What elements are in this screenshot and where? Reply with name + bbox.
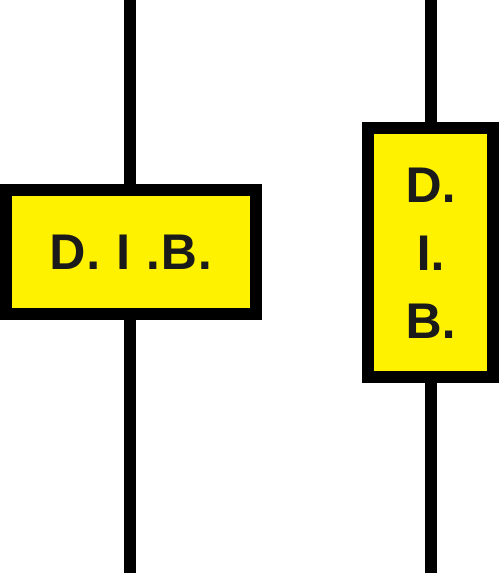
vertical-sign-line-2: I. bbox=[416, 224, 445, 281]
vertical-sign-line-3: B. bbox=[405, 292, 456, 349]
horizontal-sign: D. I .B. bbox=[0, 184, 262, 320]
horizontal-sign-label: D. I .B. bbox=[49, 224, 213, 280]
vertical-sign-line-1: D. bbox=[405, 156, 456, 213]
vertical-sign: D. I. B. bbox=[362, 122, 499, 383]
